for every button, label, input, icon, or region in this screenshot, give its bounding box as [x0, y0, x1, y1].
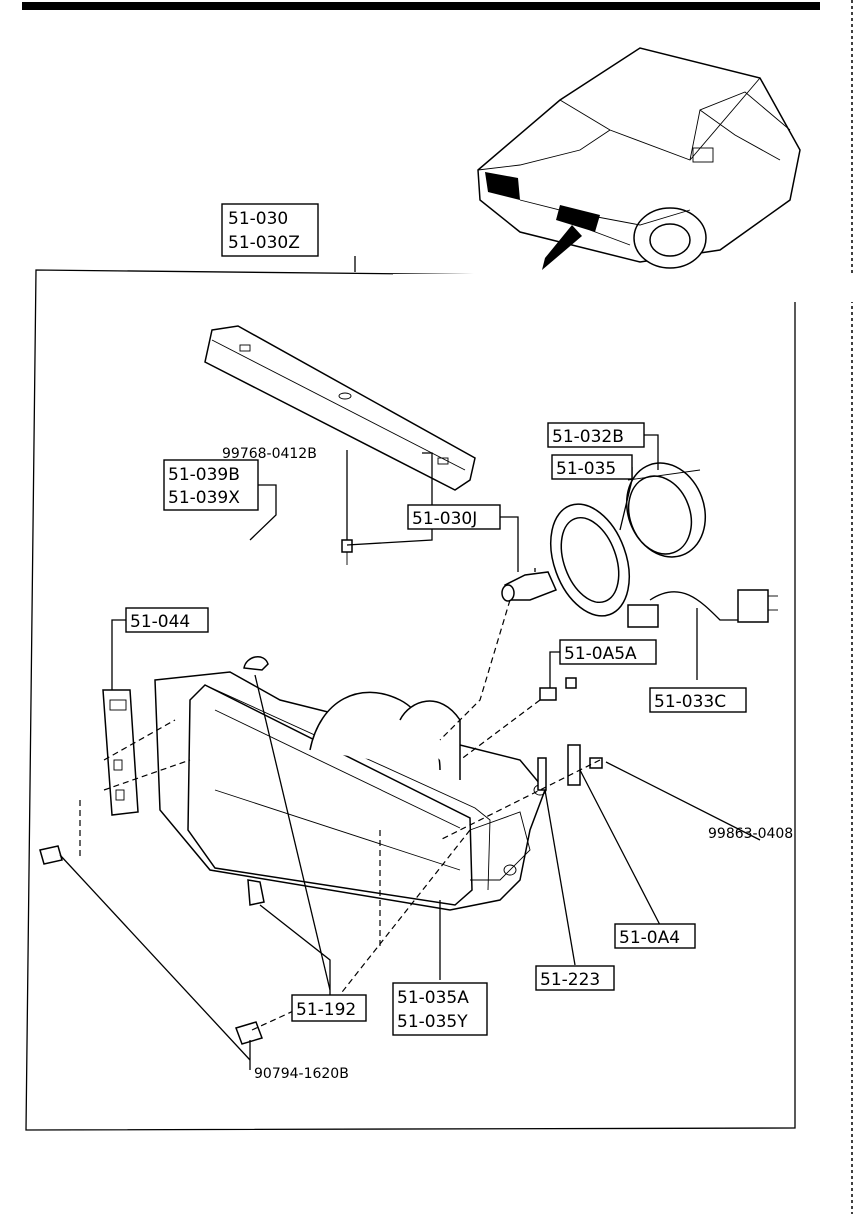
label-cover: 51-032B [552, 427, 624, 447]
label-bracket-b: 51-039X [168, 488, 240, 508]
label-clip: 51-0A5A [564, 644, 637, 664]
label-screw-right: 99863-0408 [708, 826, 793, 842]
top-rule [22, 2, 820, 10]
bottom-bolt [235, 1021, 263, 1045]
callout-assembly: 51-030 51-030Z [221, 203, 319, 257]
callout-bulb: 51-030J [407, 504, 501, 530]
retainer-lower [247, 879, 265, 906]
clip-part [539, 687, 557, 701]
spring-part [567, 744, 581, 786]
label-side-bracket: 51-044 [130, 612, 190, 632]
adjuster-part [537, 757, 547, 791]
label-bolt-top: 99768-0412B [222, 446, 317, 462]
label-bolt-bottom: 90794-1620B [254, 1066, 349, 1082]
label-lens-b: 51-035Y [397, 1012, 468, 1032]
car-illustration [477, 47, 801, 270]
socket-harness [627, 589, 778, 628]
label-retainer: 51-192 [296, 1000, 356, 1020]
right-screw [589, 757, 603, 769]
upper-bracket [204, 325, 476, 491]
callout-retainer: 51-192 [291, 994, 367, 1022]
bulb [501, 568, 558, 602]
callout-bracket: 51-039B 51-039X [163, 459, 259, 511]
label-ring: 51-035 [556, 459, 616, 479]
callout-spring: 51-0A4 [614, 923, 696, 949]
clip-screw [565, 677, 577, 689]
callout-clip: 51-0A5A [559, 639, 657, 665]
label-assembly-a: 51-030 [228, 209, 288, 229]
callout-cover: 51-032B [547, 422, 645, 448]
dust-ring [550, 503, 630, 617]
retainer-part [243, 656, 269, 671]
dust-cover [625, 462, 707, 558]
label-bracket-a: 51-039B [168, 465, 240, 485]
callout-socket: 51-033C [649, 687, 747, 713]
top-bolt [341, 450, 353, 565]
callout-side-bracket: 51-044 [125, 607, 209, 633]
callout-lens: 51-035A 51-035Y [392, 982, 488, 1036]
headlamp-unit [154, 671, 547, 911]
bottom-bolt-left [39, 845, 63, 865]
label-socket: 51-033C [654, 692, 726, 712]
label-assembly-b: 51-030Z [228, 233, 300, 253]
label-bulb: 51-030J [412, 509, 477, 529]
label-spring: 51-0A4 [619, 928, 680, 948]
side-bracket [102, 689, 139, 816]
label-lens-a: 51-035A [397, 988, 469, 1008]
label-adjuster: 51-223 [540, 970, 600, 990]
callout-ring: 51-035 [551, 454, 633, 480]
callout-adjuster: 51-223 [535, 965, 615, 991]
